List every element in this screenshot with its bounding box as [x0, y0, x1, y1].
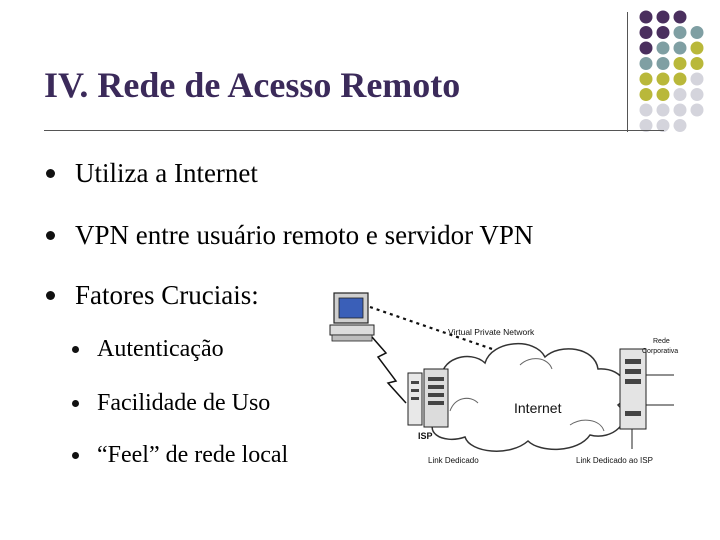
- decorative-dot: [690, 26, 704, 39]
- bullet-item: Utiliza a Internet: [46, 158, 258, 189]
- decorative-dot: [656, 57, 670, 70]
- dialup-link-icon: [371, 336, 407, 404]
- decorative-dot: [639, 88, 653, 101]
- bullet-dot-icon: [72, 400, 79, 407]
- isp-server-icon: [407, 368, 449, 428]
- decorative-dot: [639, 10, 653, 24]
- decorative-dot: [656, 119, 670, 132]
- bullet-text: Utiliza a Internet: [75, 158, 258, 188]
- sub-bullet-text: Facilidade de Uso: [97, 390, 271, 416]
- corporate-network-label-line1: Rede: [653, 338, 670, 345]
- bullet-text: Fatores Cruciais:: [75, 280, 259, 310]
- decorative-dot: [690, 103, 704, 117]
- bullet-dot-icon: [72, 452, 79, 459]
- sub-bullet-item: Autenticação: [72, 336, 224, 363]
- decorative-dot: [639, 26, 653, 39]
- decorative-dot: [656, 41, 670, 55]
- bullet-text: VPN entre usuário remoto e servidor VPN: [75, 220, 534, 250]
- decorative-dot: [639, 72, 653, 86]
- isp-label: ISP: [418, 431, 433, 441]
- decorative-dot: [690, 88, 704, 101]
- vpn-network-diagram: Internet ISP Virtual Private Network Red…: [329, 292, 678, 465]
- decorative-dot-grid: [639, 10, 704, 132]
- internet-label: Internet: [514, 400, 562, 416]
- decorative-dot: [639, 57, 653, 70]
- decorative-dot: [656, 26, 670, 39]
- decorative-dot: [690, 57, 704, 70]
- sub-bullet-item: Facilidade de Uso: [72, 390, 270, 417]
- decorative-dot: [673, 103, 687, 117]
- corporate-server-icon: [619, 348, 674, 449]
- virtual-private-network-label: Virtual Private Network: [448, 327, 535, 337]
- decorative-dot: [690, 72, 704, 86]
- decorative-dot: [673, 26, 687, 39]
- remote-computer-icon: [329, 292, 375, 342]
- title-underline-rule: [44, 130, 664, 131]
- decorative-dot: [673, 10, 687, 24]
- decorative-dot: [656, 10, 670, 24]
- bullet-item: Fatores Cruciais:: [46, 280, 259, 311]
- dedicated-link-label: Link Dedicado: [428, 456, 479, 465]
- corporate-network-label-line2: Corporativa: [642, 348, 678, 355]
- bullet-dot-icon: [46, 291, 55, 300]
- bullet-item: VPN entre usuário remoto e servidor VPN: [46, 220, 533, 251]
- sub-bullet-item: “Feel” de rede local: [72, 442, 288, 469]
- decorative-dot: [673, 88, 687, 101]
- sub-bullet-text: “Feel” de rede local: [97, 442, 289, 468]
- internet-cloud-icon: [424, 343, 628, 452]
- bullet-dot-icon: [46, 169, 55, 178]
- decorative-dot: [656, 103, 670, 117]
- decorative-dot: [673, 72, 687, 86]
- slide-title: IV. Rede de Acesso Remoto: [44, 65, 461, 105]
- decorative-dot: [673, 57, 687, 70]
- dedicated-link-isp-label: Link Dedicado ao ISP: [576, 456, 653, 465]
- decorative-dot: [656, 72, 670, 86]
- decorative-dot: [639, 41, 653, 55]
- decorative-dot: [656, 88, 670, 101]
- decorative-dot: [690, 41, 704, 55]
- sub-bullet-text: Autenticação: [97, 336, 224, 362]
- bullet-dot-icon: [72, 346, 79, 353]
- bullet-dot-icon: [46, 231, 55, 240]
- title-vertical-rule: [627, 12, 628, 132]
- decorative-dot: [639, 103, 653, 117]
- decorative-dot: [639, 119, 653, 132]
- decorative-dot: [673, 119, 687, 132]
- decorative-dot: [673, 41, 687, 55]
